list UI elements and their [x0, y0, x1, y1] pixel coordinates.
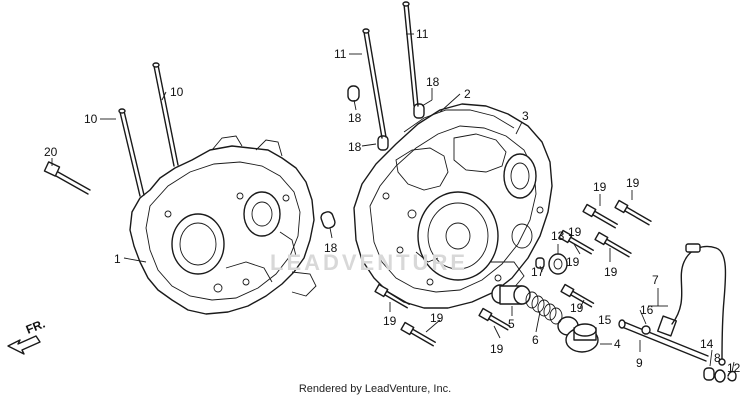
- neutral-switch-7: [656, 243, 727, 366]
- callout-19h: 19: [604, 265, 618, 279]
- shift-shaft-9: [618, 319, 709, 362]
- callout-19f: 19: [593, 180, 607, 194]
- front-direction-arrow: FR.: [7, 317, 47, 355]
- callout-2: 2: [464, 87, 471, 101]
- pin-17: [535, 257, 545, 269]
- washer-8: [714, 369, 726, 383]
- callout-17: 17: [531, 265, 545, 279]
- callout-20: 20: [44, 145, 58, 159]
- drain-cap-4: [565, 323, 599, 353]
- callout-16: 16: [640, 303, 654, 317]
- callout-19e: 19: [570, 301, 584, 315]
- callout-19d: 19: [490, 342, 504, 356]
- callout-numbers: 1 2 3 4 5 6 7 8 9 10 10 11 11 12 13 14 1…: [44, 27, 741, 375]
- callout-10a: 10: [84, 112, 98, 126]
- callout-1: 1: [114, 252, 121, 266]
- credit-line: Rendered by LeadVenture, Inc.: [298, 383, 452, 395]
- bolts-19: [374, 199, 652, 347]
- callout-6: 6: [532, 333, 539, 347]
- callout-10b: 10: [170, 85, 184, 99]
- callout-13: 13: [551, 229, 565, 243]
- callout-11b: 11: [416, 27, 429, 41]
- spring-6: [525, 291, 563, 325]
- callout-5: 5: [508, 317, 515, 331]
- oil-seal-13: [548, 253, 568, 275]
- fr-label: FR.: [24, 317, 47, 337]
- callout-9: 9: [636, 356, 643, 370]
- stud-bolts-11: [362, 1, 419, 139]
- callout-11a: 11: [334, 47, 347, 61]
- callout-19a: 19: [566, 255, 580, 269]
- collar-14: [703, 367, 715, 381]
- ball-16: [641, 325, 651, 335]
- stud-bolts-10: [118, 62, 179, 197]
- callout-14: 14: [700, 337, 714, 351]
- callout-18b: 18: [348, 140, 362, 154]
- callout-18a: 18: [348, 111, 362, 125]
- callout-18d: 18: [324, 241, 338, 255]
- leader-lines: [51, 33, 735, 373]
- callout-15: 15: [598, 313, 612, 327]
- callout-3: 3: [522, 109, 529, 123]
- callout-12: 12: [727, 361, 741, 375]
- oil-strainer-5: [491, 284, 531, 305]
- callout-4: 4: [614, 337, 621, 351]
- clip-12: [727, 370, 737, 382]
- callout-7: 7: [652, 273, 659, 287]
- callout-8: 8: [714, 351, 721, 365]
- callout-19c: 19: [430, 311, 444, 325]
- callout-19g: 19: [626, 176, 640, 190]
- watermark: LEADVENTURE: [270, 250, 469, 275]
- right-crankcase: [347, 85, 553, 309]
- callout-18c: 18: [426, 75, 440, 89]
- bolt-20: [43, 161, 91, 195]
- callout-19b: 19: [383, 314, 397, 328]
- callout-19i: 19: [568, 225, 582, 239]
- left-crankcase: [129, 135, 336, 315]
